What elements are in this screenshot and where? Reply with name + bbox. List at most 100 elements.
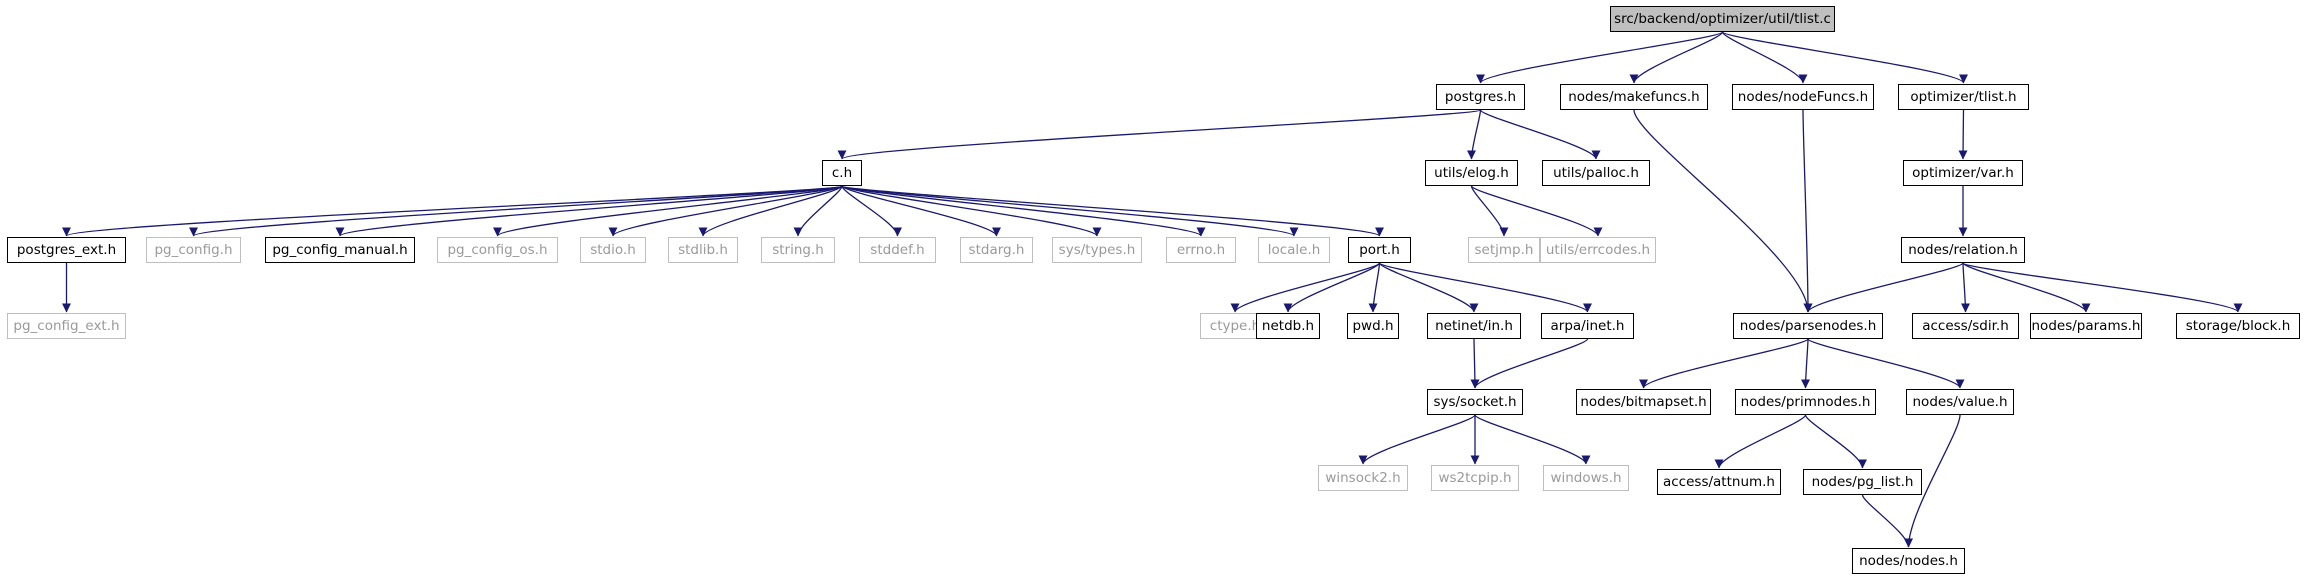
node-netdb-h[interactable]: netdb.h xyxy=(1256,313,1320,339)
edge-sys-socket-h-to-windows-h xyxy=(1474,414,1591,465)
node-label: windows.h xyxy=(1550,470,1622,486)
node-label: locale.h xyxy=(1267,242,1321,258)
node-utils-palloc-h[interactable]: utils/palloc.h xyxy=(1542,160,1650,186)
node-nodes-parsenodes-h[interactable]: nodes/parsenodes.h xyxy=(1733,313,1883,339)
node-label: ctype.h xyxy=(1209,318,1261,334)
node-c-h[interactable]: c.h xyxy=(822,160,862,186)
edge-c-h-to-postgres-ext-h xyxy=(62,185,843,237)
node-label: pg_config_os.h xyxy=(447,242,548,258)
node-stdlib-h: stdlib.h xyxy=(668,237,738,263)
node-stdio-h: stdio.h xyxy=(580,237,646,263)
edge-nodes-primnodes-h-to-access-attnum-h xyxy=(1714,414,1807,469)
node-tlist-c: src/backend/optimizer/util/tlist.c xyxy=(1610,6,1835,32)
node-access-attnum-h[interactable]: access/attnum.h xyxy=(1657,469,1781,495)
node-locale-h: locale.h xyxy=(1258,237,1330,263)
node-label: nodes/params.h xyxy=(2031,318,2141,334)
edge-port-h-to-pwd-h xyxy=(1368,262,1381,313)
node-nodes-pg-list-h[interactable]: nodes/pg_list.h xyxy=(1803,469,1922,495)
node-pwd-h[interactable]: pwd.h xyxy=(1347,313,1399,339)
node-label: pg_config_ext.h xyxy=(13,318,120,334)
edge-port-h-to-ctype-h xyxy=(1230,262,1381,313)
node-nodes-params-h[interactable]: nodes/params.h xyxy=(2030,313,2142,339)
node-nodes-relation-h[interactable]: nodes/relation.h xyxy=(1901,237,2025,263)
edge-arpa-inet-h-to-sys-socket-h xyxy=(1470,338,1589,389)
node-label: access/sdir.h xyxy=(1922,318,2009,334)
edge-postgres-h-to-c-h xyxy=(837,109,1482,160)
node-utils-elog-h[interactable]: utils/elog.h xyxy=(1425,160,1518,186)
node-label: nodes/primnodes.h xyxy=(1740,394,1871,410)
edge-c-h-to-stddef-h xyxy=(841,185,902,237)
node-utils-errcodes-h: utils/errcodes.h xyxy=(1540,237,1656,263)
node-nodes-makefuncs-h[interactable]: nodes/makefuncs.h xyxy=(1560,84,1708,110)
node-label: utils/palloc.h xyxy=(1553,165,1639,181)
node-netinet-in-h[interactable]: netinet/in.h xyxy=(1427,313,1521,339)
edge-sys-socket-h-to-winsock2-h xyxy=(1358,414,1476,465)
node-winsock2-h: winsock2.h xyxy=(1318,465,1408,491)
node-label: c.h xyxy=(831,165,853,181)
node-label: nodes/bitmapset.h xyxy=(1580,394,1707,410)
node-pg-config-h: pg_config.h xyxy=(146,237,241,263)
node-label: netdb.h xyxy=(1261,318,1315,334)
node-windows-h: windows.h xyxy=(1543,465,1629,491)
node-label: setjmp.h xyxy=(1474,242,1534,258)
node-storage-block-h[interactable]: storage/block.h xyxy=(2176,313,2300,339)
node-pg-config-manual-h[interactable]: pg_config_manual.h xyxy=(265,237,415,263)
node-errno-h: errno.h xyxy=(1166,237,1236,263)
node-label: postgres.h xyxy=(1444,89,1517,105)
node-nodes-nodefuncs-h[interactable]: nodes/nodeFuncs.h xyxy=(1732,84,1874,110)
node-nodes-bitmapset-h[interactable]: nodes/bitmapset.h xyxy=(1576,389,1711,415)
node-label: nodes/pg_list.h xyxy=(1811,474,1914,490)
node-optimizer-tlist-h[interactable]: optimizer/tlist.h xyxy=(1898,84,2029,110)
edge-c-h-to-stdarg-h xyxy=(841,185,1001,237)
edge-optimizer-tlist-h-to-optimizer-var-h xyxy=(1958,109,1968,160)
node-nodes-primnodes-h[interactable]: nodes/primnodes.h xyxy=(1735,389,1876,415)
node-label: storage/block.h xyxy=(2185,318,2291,334)
node-label: src/backend/optimizer/util/tlist.c xyxy=(1614,11,1831,27)
edge-nodes-parsenodes-h-to-nodes-bitmapset-h xyxy=(1639,338,1809,389)
node-postgres-h[interactable]: postgres.h xyxy=(1436,84,1525,110)
node-arpa-inet-h[interactable]: arpa/inet.h xyxy=(1541,313,1634,339)
node-label: pwd.h xyxy=(1352,318,1394,334)
node-optimizer-var-h[interactable]: optimizer/var.h xyxy=(1903,160,2023,186)
node-label: nodes/relation.h xyxy=(1908,242,2018,258)
node-nodes-value-h[interactable]: nodes/value.h xyxy=(1906,389,2014,415)
node-label: nodes/nodeFuncs.h xyxy=(1737,89,1869,105)
node-label: string.h xyxy=(772,242,824,258)
node-label: optimizer/var.h xyxy=(1912,165,2014,181)
node-stdarg-h: stdarg.h xyxy=(960,237,1033,263)
node-label: optimizer/tlist.h xyxy=(1910,89,2017,105)
edge-nodes-parsenodes-h-to-nodes-primnodes-h xyxy=(1801,338,1811,389)
edge-nodes-relation-h-to-access-sdir-h xyxy=(1960,262,1970,313)
node-label: port.h xyxy=(1359,242,1400,258)
edge-postgres-h-to-utils-elog-h xyxy=(1467,109,1482,160)
node-label: stdarg.h xyxy=(968,242,1025,258)
node-port-h[interactable]: port.h xyxy=(1348,237,1411,263)
node-setjmp-h: setjmp.h xyxy=(1468,237,1540,263)
edge-nodes-relation-h-to-nodes-params-h xyxy=(1962,262,2091,313)
node-pg-config-os-h: pg_config_os.h xyxy=(437,237,558,263)
node-nodes-nodes-h[interactable]: nodes/nodes.h xyxy=(1852,548,1965,574)
edge-nodes-nodefuncs-h-to-nodes-parsenodes-h xyxy=(1802,109,1813,313)
edge-utils-elog-h-to-utils-errcodes-h xyxy=(1470,185,1603,237)
node-label: nodes/parsenodes.h xyxy=(1739,318,1877,334)
node-label: arpa/inet.h xyxy=(1550,318,1625,334)
node-label: utils/errcodes.h xyxy=(1545,242,1651,258)
node-access-sdir-h[interactable]: access/sdir.h xyxy=(1912,313,2019,339)
edge-nodes-makefuncs-h-to-nodes-parsenodes-h xyxy=(1633,109,1813,313)
node-pg-config-ext-h: pg_config_ext.h xyxy=(7,313,126,339)
edge-nodes-relation-h-to-storage-block-h xyxy=(1962,262,2243,313)
node-label: errno.h xyxy=(1176,242,1226,258)
node-sys-socket-h[interactable]: sys/socket.h xyxy=(1427,389,1523,415)
edge-nodes-relation-h-to-nodes-parsenodes-h xyxy=(1803,262,1964,313)
edge-netinet-in-h-to-sys-socket-h xyxy=(1470,338,1480,389)
edge-c-h-to-pg-config-h xyxy=(189,185,843,237)
node-postgres-ext-h[interactable]: postgres_ext.h xyxy=(7,237,126,263)
edge-tlist-c-to-nodes-nodefuncs-h xyxy=(1721,31,1808,84)
node-label: nodes/nodes.h xyxy=(1859,553,1958,569)
node-label: access/attnum.h xyxy=(1662,474,1775,490)
edge-utils-elog-h-to-setjmp-h xyxy=(1470,185,1509,237)
node-label: ws2tcpip.h xyxy=(1438,470,1512,486)
edge-c-h-to-sys-types-h xyxy=(841,185,1102,237)
node-label: utils/elog.h xyxy=(1434,165,1509,181)
